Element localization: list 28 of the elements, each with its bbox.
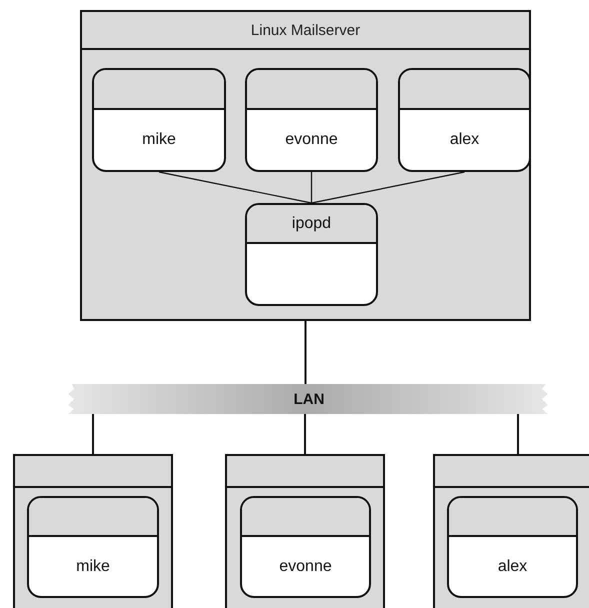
connector-line	[158, 171, 312, 204]
connector-line	[311, 171, 465, 204]
network-label: LAN	[294, 390, 324, 408]
computer-window	[80, 10, 531, 321]
process-label: alex	[498, 558, 528, 576]
network-band	[68, 384, 550, 414]
process-label: evonne	[279, 558, 332, 576]
computer-window	[225, 454, 385, 608]
process-box	[447, 496, 578, 598]
window-title: Linux Mailserver	[250, 22, 360, 38]
process-label: mike	[76, 558, 110, 576]
connector-line	[304, 321, 306, 384]
connector-line	[310, 172, 312, 203]
computer-window	[13, 454, 173, 608]
process-box	[240, 496, 371, 598]
process-label: evonne	[285, 131, 338, 149]
connector-line	[517, 414, 519, 454]
process-box	[27, 496, 159, 598]
process-box	[92, 68, 226, 172]
process-label: mike	[142, 131, 176, 149]
process-label: ipopd	[292, 214, 332, 232]
connector-line	[304, 414, 306, 454]
process-box	[398, 68, 531, 172]
process-label: alex	[450, 131, 480, 149]
process-box	[245, 203, 378, 306]
process-box	[245, 68, 378, 172]
connector-line	[92, 414, 94, 454]
computer-window	[433, 454, 589, 608]
